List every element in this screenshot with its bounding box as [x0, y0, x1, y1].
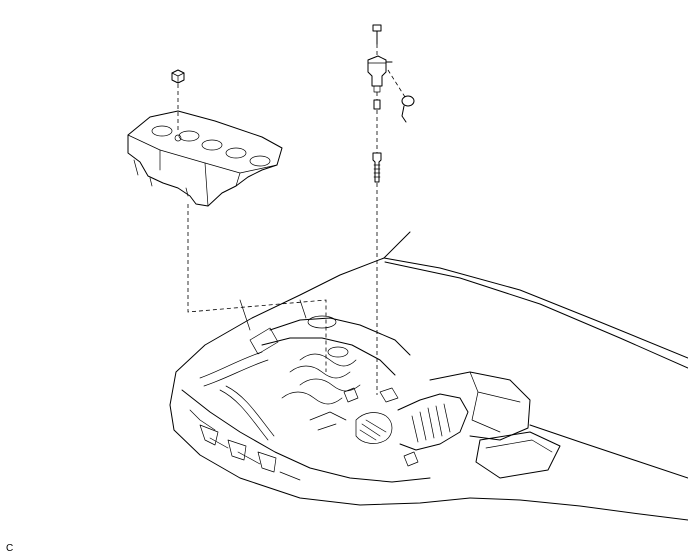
coil-connector — [401, 95, 415, 123]
spark-plug — [372, 152, 382, 183]
spark-plug-gasket — [373, 99, 381, 110]
ignition-coil — [367, 55, 393, 93]
coil-bolt — [372, 24, 382, 45]
diagram-code-label: C — [6, 543, 14, 554]
engine-cover-nut — [171, 69, 185, 84]
engine-compartment — [169, 231, 688, 521]
engine-cover — [127, 110, 283, 207]
